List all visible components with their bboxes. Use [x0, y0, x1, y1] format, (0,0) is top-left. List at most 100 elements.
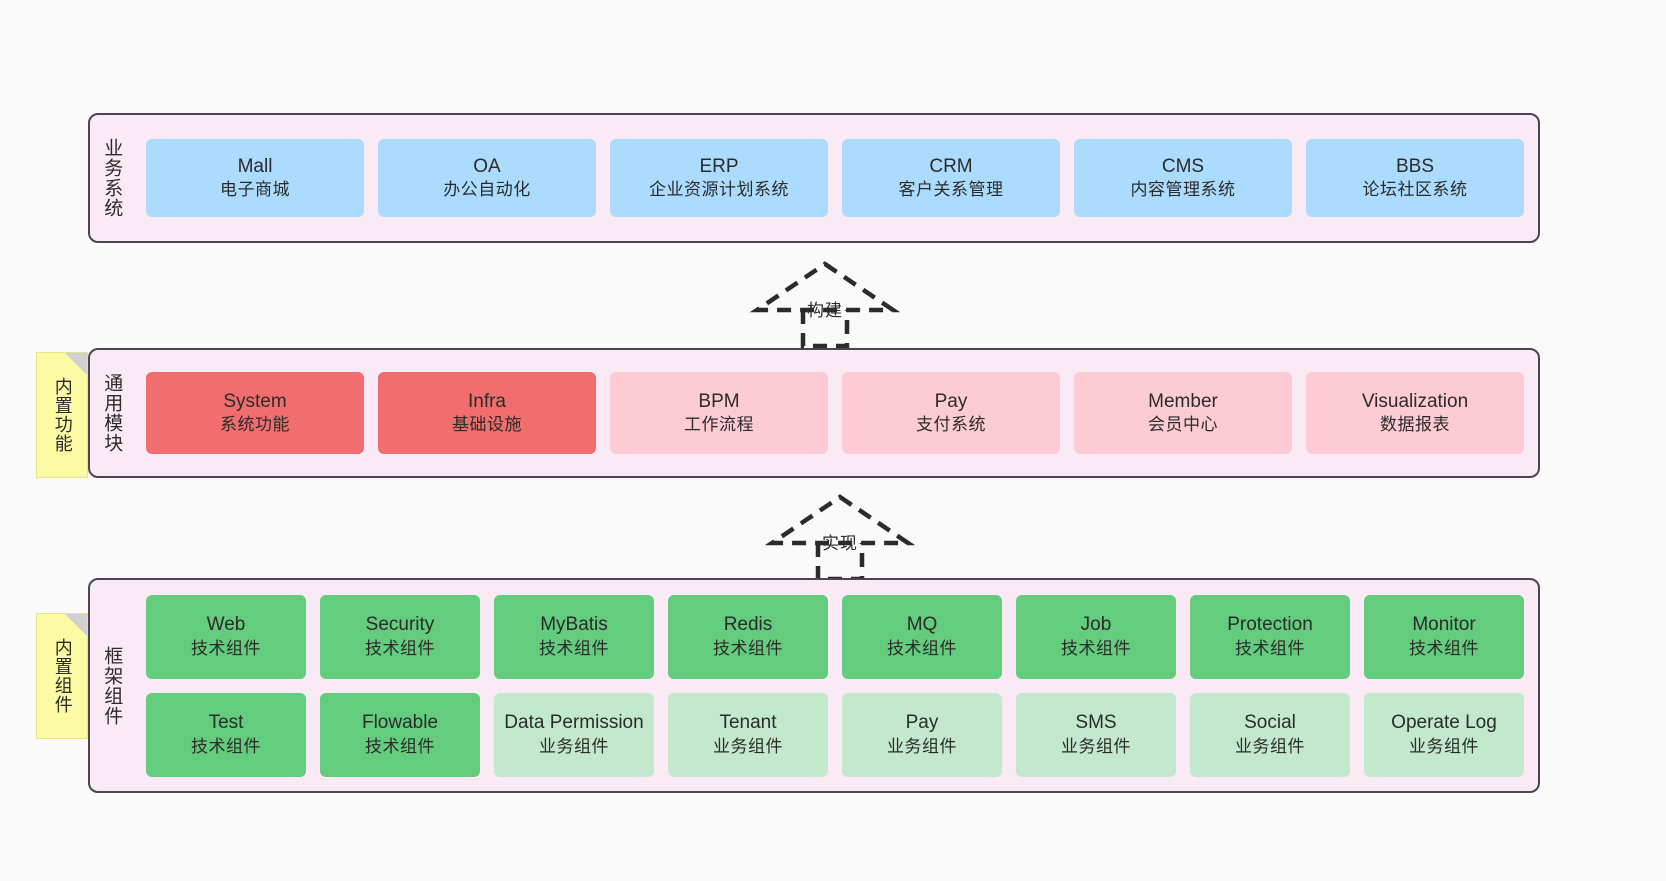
- card-title-en: Security: [365, 614, 435, 636]
- card-title-cn: 技术组件: [1235, 638, 1305, 658]
- card-title-cn: 办公自动化: [443, 180, 531, 200]
- card-title-cn: 客户关系管理: [898, 180, 1004, 200]
- layer-common-modules[interactable]: 通用模块 System 系统功能 Infra 基础设施 BPM 工作流程 Pay…: [88, 348, 1540, 478]
- card-title-cn: 业务组件: [1061, 736, 1131, 756]
- card-system[interactable]: System 系统功能: [146, 372, 364, 454]
- card-title-en: Social: [1244, 712, 1296, 734]
- layer-body-framework-components: Web 技术组件 Security 技术组件 MyBatis 技术组件 Redi…: [132, 580, 1538, 791]
- connector-build: 构建: [745, 258, 905, 349]
- note-builtin-features[interactable]: 内置功能: [36, 352, 88, 478]
- card-cms[interactable]: CMS 内容管理系统: [1074, 139, 1292, 217]
- card-security[interactable]: Security 技术组件: [320, 594, 480, 679]
- card-title-cn: 业务组件: [539, 736, 609, 756]
- card-title-en: Test: [208, 712, 244, 734]
- card-title-en: Redis: [723, 614, 773, 636]
- card-title-cn: 企业资源计划系统: [649, 180, 789, 200]
- card-title-en: Flowable: [361, 712, 439, 734]
- card-flowable[interactable]: Flowable 技术组件: [320, 692, 480, 777]
- layer-body-business-systems: Mall 电子商城 OA 办公自动化 ERP 企业资源计划系统 CRM 客户关系…: [132, 115, 1538, 241]
- card-redis[interactable]: Redis 技术组件: [668, 594, 828, 679]
- card-title-en: Mall: [237, 155, 273, 177]
- card-title-cn: 业务组件: [1235, 736, 1305, 756]
- card-title-en: CRM: [929, 155, 973, 177]
- card-test[interactable]: Test 技术组件: [146, 692, 306, 777]
- layer-body-common-modules: System 系统功能 Infra 基础设施 BPM 工作流程 Pay 支付系统…: [132, 350, 1538, 476]
- layer-title-common-modules: 通用模块: [101, 373, 123, 453]
- card-infra[interactable]: Infra 基础设施: [378, 372, 596, 454]
- connector-implement: 实现: [760, 491, 920, 582]
- card-title-en: System: [223, 390, 287, 412]
- card-title-cn: 技术组件: [365, 736, 435, 756]
- note-builtin-components[interactable]: 内置组件: [36, 613, 88, 739]
- card-web[interactable]: Web 技术组件: [146, 594, 306, 679]
- framework-row-business: Test 技术组件 Flowable 技术组件 Data Permission …: [146, 692, 1524, 777]
- card-title-en: Data Permission: [504, 712, 644, 734]
- card-title-en: Visualization: [1361, 390, 1469, 412]
- connector-implement-icon: [764, 494, 916, 582]
- card-title-en: Pay: [905, 712, 939, 734]
- card-operate-log[interactable]: Operate Log 业务组件: [1364, 692, 1524, 777]
- card-title-cn: 技术组件: [713, 638, 783, 658]
- card-title-cn: 会员中心: [1148, 415, 1218, 435]
- card-title-en: BBS: [1395, 155, 1435, 177]
- card-visualization[interactable]: Visualization 数据报表: [1306, 372, 1524, 454]
- card-job[interactable]: Job 技术组件: [1016, 594, 1176, 679]
- note-builtin-components-label: 内置组件: [52, 638, 73, 714]
- card-title-cn: 技术组件: [1409, 638, 1479, 658]
- card-title-en: Member: [1148, 390, 1218, 412]
- card-title-cn: 支付系统: [916, 415, 986, 435]
- card-title-en: Infra: [467, 390, 507, 412]
- card-title-cn: 技术组件: [191, 638, 261, 658]
- card-bbs[interactable]: BBS 论坛社区系统: [1306, 139, 1524, 217]
- framework-row-tech: Web 技术组件 Security 技术组件 MyBatis 技术组件 Redi…: [146, 594, 1524, 679]
- card-erp[interactable]: ERP 企业资源计划系统: [610, 139, 828, 217]
- layer-business-systems[interactable]: 业务系统 Mall 电子商城 OA 办公自动化 ERP 企业资源计划系统 CRM…: [88, 113, 1540, 243]
- card-title-en: MQ: [906, 614, 938, 636]
- card-mybatis[interactable]: MyBatis 技术组件: [494, 594, 654, 679]
- card-title-cn: 技术组件: [887, 638, 957, 658]
- card-title-cn: 技术组件: [1061, 638, 1131, 658]
- card-crm[interactable]: CRM 客户关系管理: [842, 139, 1060, 217]
- card-tenant[interactable]: Tenant 业务组件: [668, 692, 828, 777]
- card-title-en: ERP: [699, 155, 739, 177]
- card-sms[interactable]: SMS 业务组件: [1016, 692, 1176, 777]
- card-mall[interactable]: Mall 电子商城: [146, 139, 364, 217]
- card-title-en: Tenant: [719, 712, 777, 734]
- card-title-en: MyBatis: [540, 614, 608, 636]
- card-title-en: Pay: [934, 390, 968, 412]
- card-pay-module[interactable]: Pay 支付系统: [842, 372, 1060, 454]
- card-member[interactable]: Member 会员中心: [1074, 372, 1292, 454]
- layer-title-framework-components: 框架组件: [101, 645, 123, 726]
- card-monitor[interactable]: Monitor 技术组件: [1364, 594, 1524, 679]
- card-protection[interactable]: Protection 技术组件: [1190, 594, 1350, 679]
- card-title-cn: 技术组件: [191, 736, 261, 756]
- card-mq[interactable]: MQ 技术组件: [842, 594, 1002, 679]
- card-title-en: Web: [206, 614, 246, 636]
- card-title-en: Operate Log: [1391, 712, 1497, 734]
- card-title-cn: 内容管理系统: [1130, 180, 1236, 200]
- card-title-cn: 系统功能: [220, 415, 290, 435]
- card-social[interactable]: Social 业务组件: [1190, 692, 1350, 777]
- card-title-en: Protection: [1227, 614, 1313, 636]
- card-data-permission[interactable]: Data Permission 业务组件: [494, 692, 654, 777]
- card-title-en: CMS: [1161, 155, 1205, 177]
- card-title-en: BPM: [698, 390, 740, 412]
- card-pay-component[interactable]: Pay 业务组件: [842, 692, 1002, 777]
- card-title-cn: 工作流程: [684, 415, 754, 435]
- card-title-cn: 数据报表: [1380, 415, 1450, 435]
- layer-framework-components[interactable]: 框架组件 Web 技术组件 Security 技术组件 MyBatis 技术组件…: [88, 578, 1540, 793]
- card-title-cn: 基础设施: [452, 415, 522, 435]
- card-title-cn: 技术组件: [539, 638, 609, 658]
- connector-build-icon: [749, 261, 901, 349]
- card-title-cn: 业务组件: [887, 736, 957, 756]
- card-title-en: Job: [1080, 614, 1112, 636]
- card-title-en: OA: [473, 155, 501, 177]
- card-bpm[interactable]: BPM 工作流程: [610, 372, 828, 454]
- card-title-cn: 电子商城: [220, 180, 290, 200]
- card-oa[interactable]: OA 办公自动化: [378, 139, 596, 217]
- card-title-cn: 业务组件: [1409, 736, 1479, 756]
- card-title-cn: 技术组件: [365, 638, 435, 658]
- note-builtin-features-label: 内置功能: [52, 377, 73, 453]
- card-title-cn: 业务组件: [713, 736, 783, 756]
